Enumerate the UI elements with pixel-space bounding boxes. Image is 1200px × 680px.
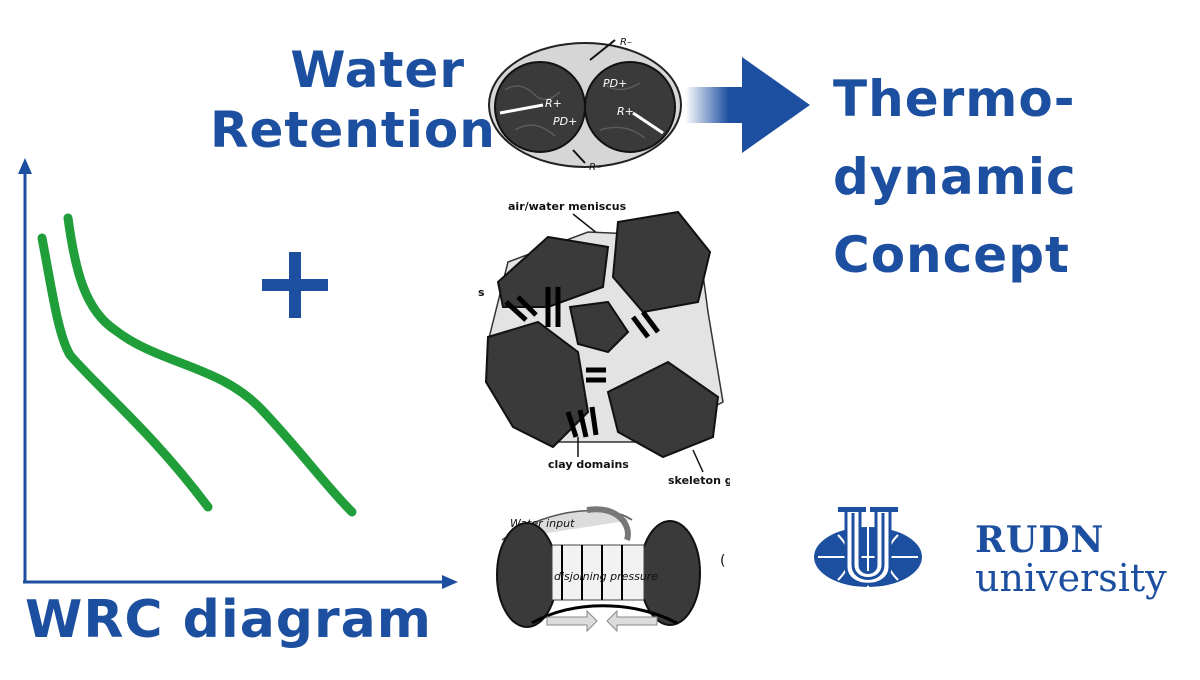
label-skeleton: skeleton g (668, 474, 730, 487)
label-r-plus-left: R+ (545, 97, 562, 110)
label-meniscus: air/water meniscus (508, 200, 627, 213)
label-pd-left: PD+ (553, 115, 577, 128)
x-axis (23, 575, 458, 589)
wrc-curve-right (63, 213, 357, 517)
water-retention-heading: Water Retention (210, 40, 496, 160)
rudn-logo-icon (814, 507, 922, 587)
grain-bottom-left (496, 522, 558, 628)
disjoining-pressure-figure: Water input disjoining pressure ( (496, 506, 725, 633)
label-disjoining: disjoining pressure (554, 570, 658, 583)
grain-right (584, 61, 676, 153)
label-r-minus-top: R– (620, 37, 632, 48)
thermodynamic-line3: Concept (833, 226, 1070, 284)
plus-icon (262, 252, 328, 318)
label-r-plus-right: R+ (617, 105, 634, 118)
water-retention-line1: Water (290, 41, 465, 99)
label-cut-right: ( (720, 553, 725, 569)
wrc-diagram-heading: WRC diagram (25, 590, 432, 650)
thermodynamic-line2: dynamic (833, 148, 1077, 206)
wrc-curve-left (37, 233, 213, 512)
label-clay-domains: clay domains (548, 458, 629, 471)
label-cut-left: s (478, 286, 485, 299)
label-pd-right: PD+ (603, 77, 627, 90)
thermodynamic-concept-heading: Thermo- dynamic Concept (833, 60, 1133, 294)
label-r-minus-bottom: R– (589, 162, 601, 173)
grain-pair-figure: R– PD+ R+ PD+ R+ R– (488, 37, 682, 173)
y-axis (18, 158, 32, 582)
water-retention-line2: Retention (210, 101, 496, 159)
soil-structure-figure: air/water meniscus s clay domains skelet… (478, 200, 730, 487)
logo-rudn-text: RUDN (975, 519, 1105, 561)
logo-university-text: university (975, 556, 1167, 600)
thermodynamic-line1: Thermo- (833, 70, 1076, 128)
wrc-sketch (18, 158, 458, 589)
arrow-icon (685, 57, 810, 153)
